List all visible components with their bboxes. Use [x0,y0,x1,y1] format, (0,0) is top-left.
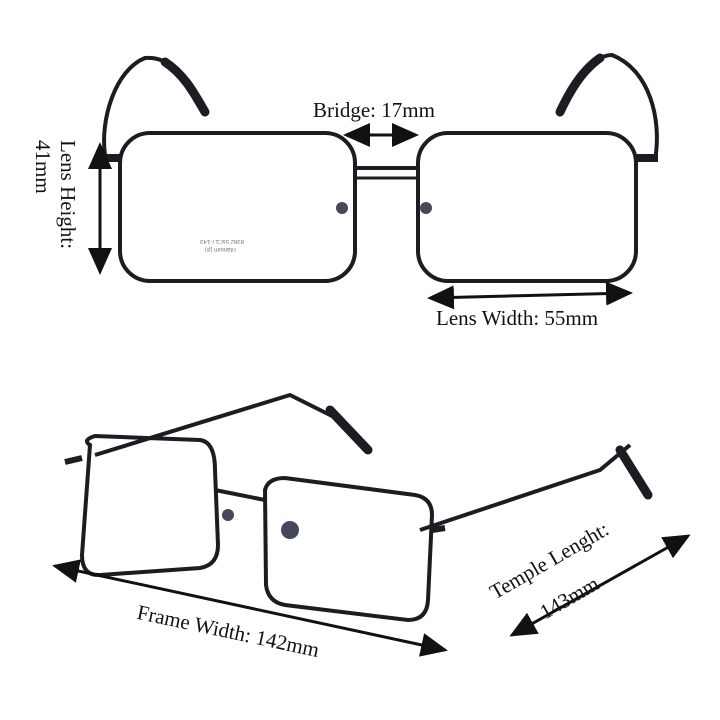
lens-height-label: Lens Height: 41mm [30,140,80,249]
lens-height-label-line1: Lens Height: [56,140,80,250]
lens-width-label: Lens Width: 55mm [436,306,599,330]
lens-height-label-line2: 41mm [31,140,55,194]
frame-width-arrow [52,559,448,657]
bridge-label: Bridge: 17mm [313,98,435,122]
angled-view-glasses [64,392,653,623]
right-lens-angled [262,475,435,623]
lens-print-2: 8382 55□17-143 [200,238,244,244]
lens-print-1: Titanium (β) [205,246,237,252]
front-view-glasses [102,52,659,283]
dimension-arrows [52,123,691,657]
right-temple [558,52,659,161]
back-temple [94,392,341,457]
temple-length-arrow [509,534,691,637]
left-lens-front [118,131,357,283]
left-temple [102,55,207,156]
left-lens-angled [79,433,221,578]
right-lens-front [416,131,638,283]
lens-width-arrow [427,281,633,310]
